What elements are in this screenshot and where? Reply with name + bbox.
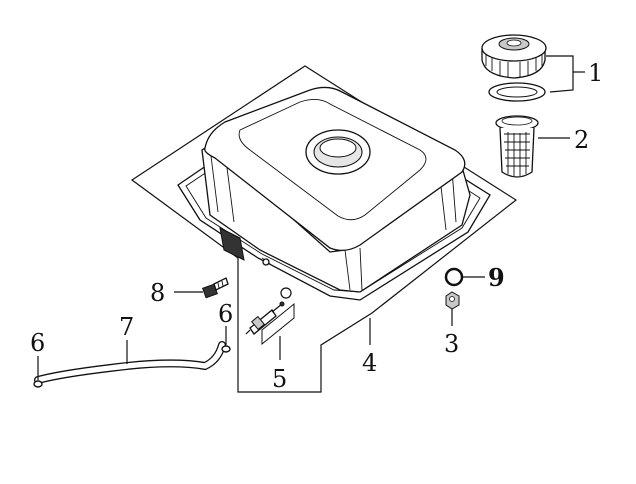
callout-7: 7 [119,313,134,341]
callout-6-left: 6 [30,329,45,357]
strainer [495,115,539,178]
callout-3: 3 [444,330,459,358]
callout-8: 8 [150,279,165,307]
nut [445,291,460,310]
callout-6-right: 6 [218,300,233,328]
fuel-tank [177,86,491,301]
assembly-boundary [130,65,518,393]
callout-9: 9 [488,263,505,292]
hose-clip-left [33,380,43,388]
hose-clip-right [221,345,231,353]
callout-4: 4 [362,349,377,377]
callout-1: 1 [588,59,603,87]
o-ring [444,267,464,287]
bolt [202,277,229,299]
cap-gasket [488,82,546,102]
fuel-cap [481,34,547,79]
callout-5: 5 [272,365,287,393]
fuel-hose [34,341,226,384]
callout-2: 2 [574,126,589,154]
leader-1 [546,55,574,93]
fuel-cock [245,287,295,346]
